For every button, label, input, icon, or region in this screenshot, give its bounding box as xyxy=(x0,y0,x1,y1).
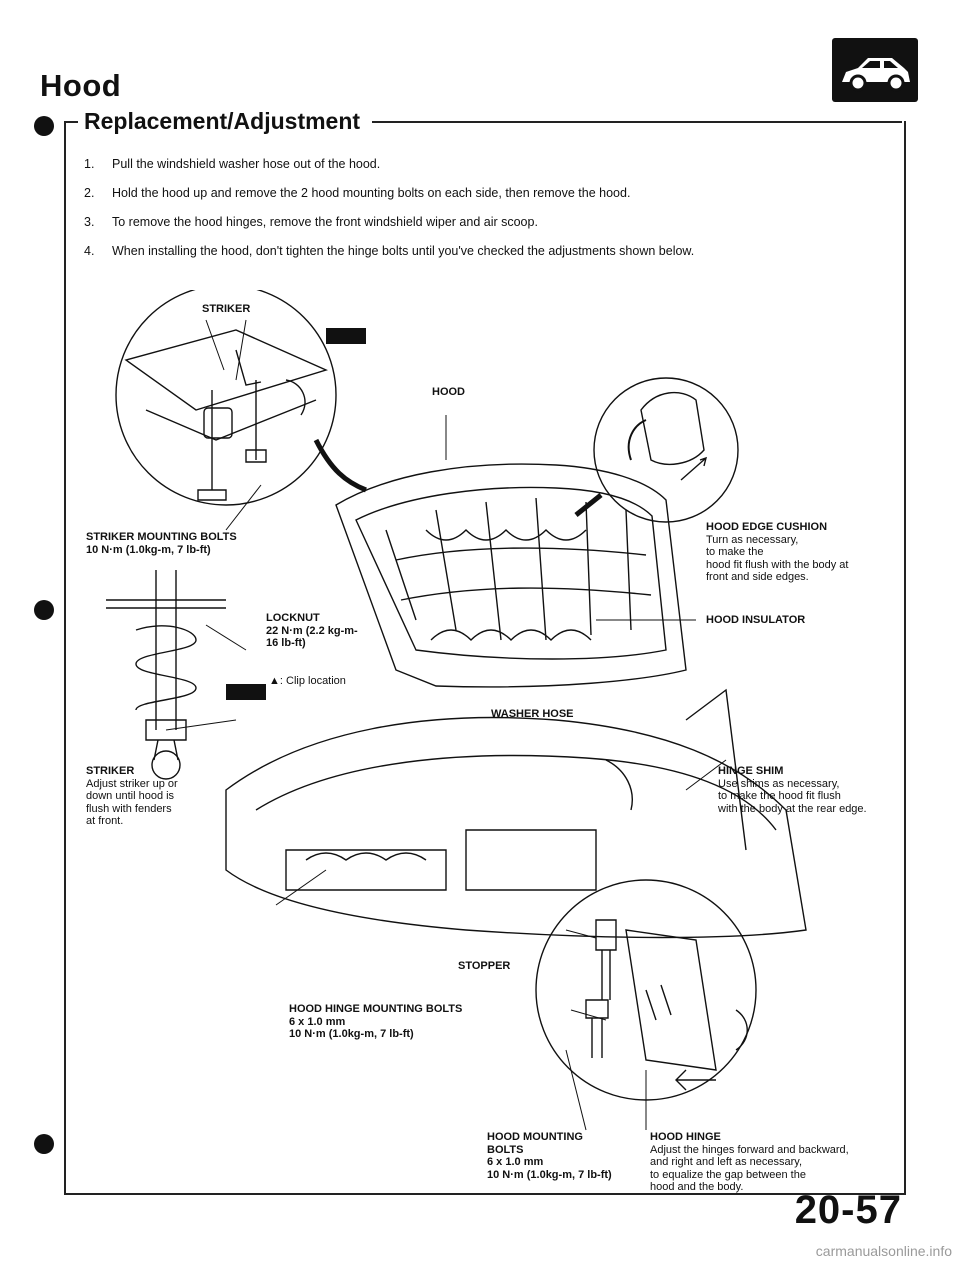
step-number: 2. xyxy=(84,186,95,200)
locknut-callout: LOCKNUT 22 N·m (2.2 kg-m- 16 lb-ft) xyxy=(266,612,358,649)
callout-title: HOOD HINGE xyxy=(650,1131,721,1143)
page-number: 20-57 xyxy=(794,1188,902,1232)
section-bullet xyxy=(34,600,54,620)
hood-hinge-callout: HOOD HINGE Adjust the hinges forward and… xyxy=(650,1131,849,1193)
hood-illustration xyxy=(106,290,807,1131)
insulator-callout: HOOD INSULATOR xyxy=(706,614,806,626)
step-item: 2. Hold the hood up and remove the 2 hoo… xyxy=(84,185,884,214)
striker-adjust-callout: STRIKER Adjust striker up or down until … xyxy=(86,765,178,827)
car-section-icon xyxy=(832,38,918,102)
callout-title: HOOD EDGE CUSHION xyxy=(706,521,828,533)
section-bullet xyxy=(34,1134,54,1154)
callout-title: HINGE SHIM xyxy=(718,765,784,777)
striker-bolts-callout: STRIKER MOUNTING BOLTS 10 N·m (1.0kg-m, … xyxy=(86,531,237,556)
stopper-callout: STOPPER xyxy=(458,960,511,972)
cushion-callout: HOOD EDGE CUSHION Turn as necessary, to … xyxy=(706,521,849,583)
striker-callout: STRIKER xyxy=(202,303,251,315)
grease-icon xyxy=(326,328,366,344)
step-text: Hold the hood up and remove the 2 hood m… xyxy=(112,186,631,200)
grease-icon xyxy=(226,684,266,700)
step-text: Pull the windshield washer hose out of t… xyxy=(112,157,381,171)
washer-hose-callout: WASHER HOSE xyxy=(491,708,574,720)
torque-spec: 10 N·m (1.0kg-m, 7 lb-ft) xyxy=(86,543,211,556)
hood-callout: HOOD xyxy=(432,386,465,398)
callout-title: LOCKNUT xyxy=(266,612,320,624)
hood-panel xyxy=(335,463,687,688)
hinge-bolts-callout: HOOD HINGE MOUNTING BOLTS 6 x 1.0 mm 10 … xyxy=(289,1003,463,1040)
step-number: 3. xyxy=(84,215,95,229)
callout-title: STRIKER xyxy=(86,765,135,777)
callout-title: HOOD MOUNTING xyxy=(487,1131,583,1143)
cushion-detail-circle xyxy=(593,377,739,523)
mounting-bolts-callout: HOOD MOUNTING BOLTS 6 x 1.0 mm 10 N·m (1… xyxy=(487,1131,612,1181)
step-item: 4. When installing the hood, don't tight… xyxy=(84,243,884,272)
callout-title: HOOD HINGE MOUNTING BOLTS xyxy=(289,1003,463,1015)
section-title: Replacement/Adjustment xyxy=(84,108,361,134)
frame-line xyxy=(64,121,78,123)
watermark: carmanualsonline.info xyxy=(815,1243,952,1259)
page-title: Hood xyxy=(40,68,122,103)
step-item: 1. Pull the windshield washer hose out o… xyxy=(84,156,884,185)
step-text: To remove the hood hinges, remove the fr… xyxy=(112,215,538,229)
frame-line xyxy=(372,121,902,123)
step-text: When installing the hood, don't tighten … xyxy=(112,244,695,258)
procedure-steps: 1. Pull the windshield washer hose out o… xyxy=(84,156,884,272)
content-frame xyxy=(64,121,906,1195)
striker-detail-circle xyxy=(115,290,337,506)
step-number: 1. xyxy=(84,157,95,171)
step-number: 4. xyxy=(84,244,95,258)
step-item: 3. To remove the hood hinges, remove the… xyxy=(84,214,884,243)
callout-title: STRIKER MOUNTING BOLTS xyxy=(86,531,237,543)
car-body xyxy=(225,716,807,939)
section-bullet xyxy=(34,116,54,136)
hinge-shim-callout: HINGE SHIM Use shims as necessary, to ma… xyxy=(718,765,867,815)
clip-legend: ▲: Clip location xyxy=(269,675,346,687)
